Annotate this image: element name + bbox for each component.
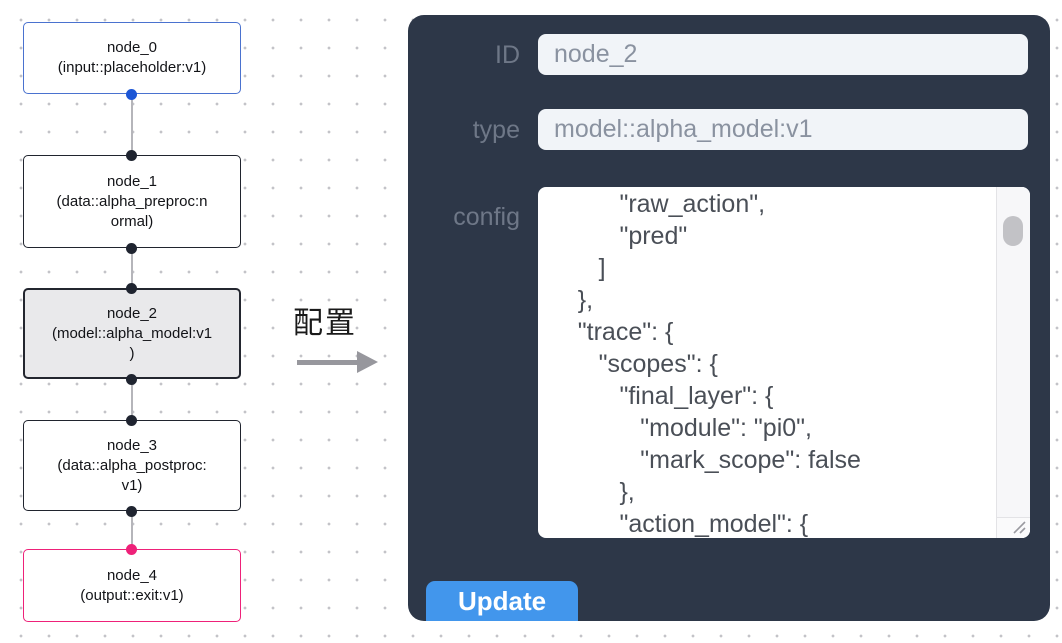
resize-handle-icon[interactable]	[1011, 519, 1027, 535]
edge-connector	[131, 379, 133, 420]
node-title: node_0	[106, 39, 158, 56]
edge-connector	[131, 511, 133, 549]
connection-handle[interactable]	[126, 374, 137, 385]
connection-handle[interactable]	[126, 89, 137, 100]
configure-label: 配置	[293, 307, 357, 340]
connection-handle[interactable]	[126, 415, 137, 426]
flow-node-0[interactable]: node_0 (input::placeholder:v1)	[23, 22, 241, 94]
update-button[interactable]: Update	[426, 581, 578, 621]
node-subtitle: (data::alpha_preproc:n ormal)	[56, 192, 208, 230]
flow-node-3[interactable]: node_3 (data::alpha_postproc: v1)	[23, 420, 241, 511]
config-json-text: "raw_action", "pred" ] }, "trace": { "sc…	[577, 190, 861, 538]
resize-corner[interactable]	[997, 517, 1030, 538]
connection-handle[interactable]	[126, 544, 137, 555]
flow-node-1[interactable]: node_1 (data::alpha_preproc:n ormal)	[23, 155, 241, 248]
edge-connector	[131, 94, 133, 155]
node-title: node_2	[106, 304, 158, 322]
connection-handle[interactable]	[126, 283, 137, 294]
config-textarea[interactable]: "raw_action", "pred" ] }, "trace": { "sc…	[538, 187, 1030, 538]
id-input[interactable]	[538, 34, 1028, 75]
right-arrow-icon	[293, 351, 393, 373]
scrollbar-track[interactable]	[996, 187, 1030, 538]
config-panel: ID type config "raw_action", "pred" ] },…	[408, 15, 1050, 621]
node-subtitle: (data::alpha_postproc: v1)	[57, 456, 207, 494]
node-title: node_1	[106, 172, 158, 190]
type-input[interactable]	[538, 109, 1028, 150]
type-field-label: type	[472, 116, 520, 144]
edge-connector	[131, 248, 133, 288]
node-subtitle: (model::alpha_model:v1 )	[51, 324, 213, 362]
node-subtitle: (output::exit:v1)	[80, 586, 184, 604]
config-field-label: config	[453, 203, 520, 231]
flow-node-2-selected[interactable]: node_2 (model::alpha_model:v1 )	[23, 288, 241, 379]
node-subtitle: (input::placeholder:v1)	[57, 59, 207, 76]
connection-handle[interactable]	[126, 243, 137, 254]
connection-handle[interactable]	[126, 506, 137, 517]
flow-node-4[interactable]: node_4 (output::exit:v1)	[23, 549, 241, 622]
connection-handle[interactable]	[126, 150, 137, 161]
id-field-label: ID	[495, 41, 520, 69]
transfer-annotation: 配置	[293, 298, 393, 373]
node-title: node_3	[106, 436, 158, 454]
scrollbar-thumb[interactable]	[1003, 216, 1023, 246]
node-title: node_4	[106, 566, 158, 584]
